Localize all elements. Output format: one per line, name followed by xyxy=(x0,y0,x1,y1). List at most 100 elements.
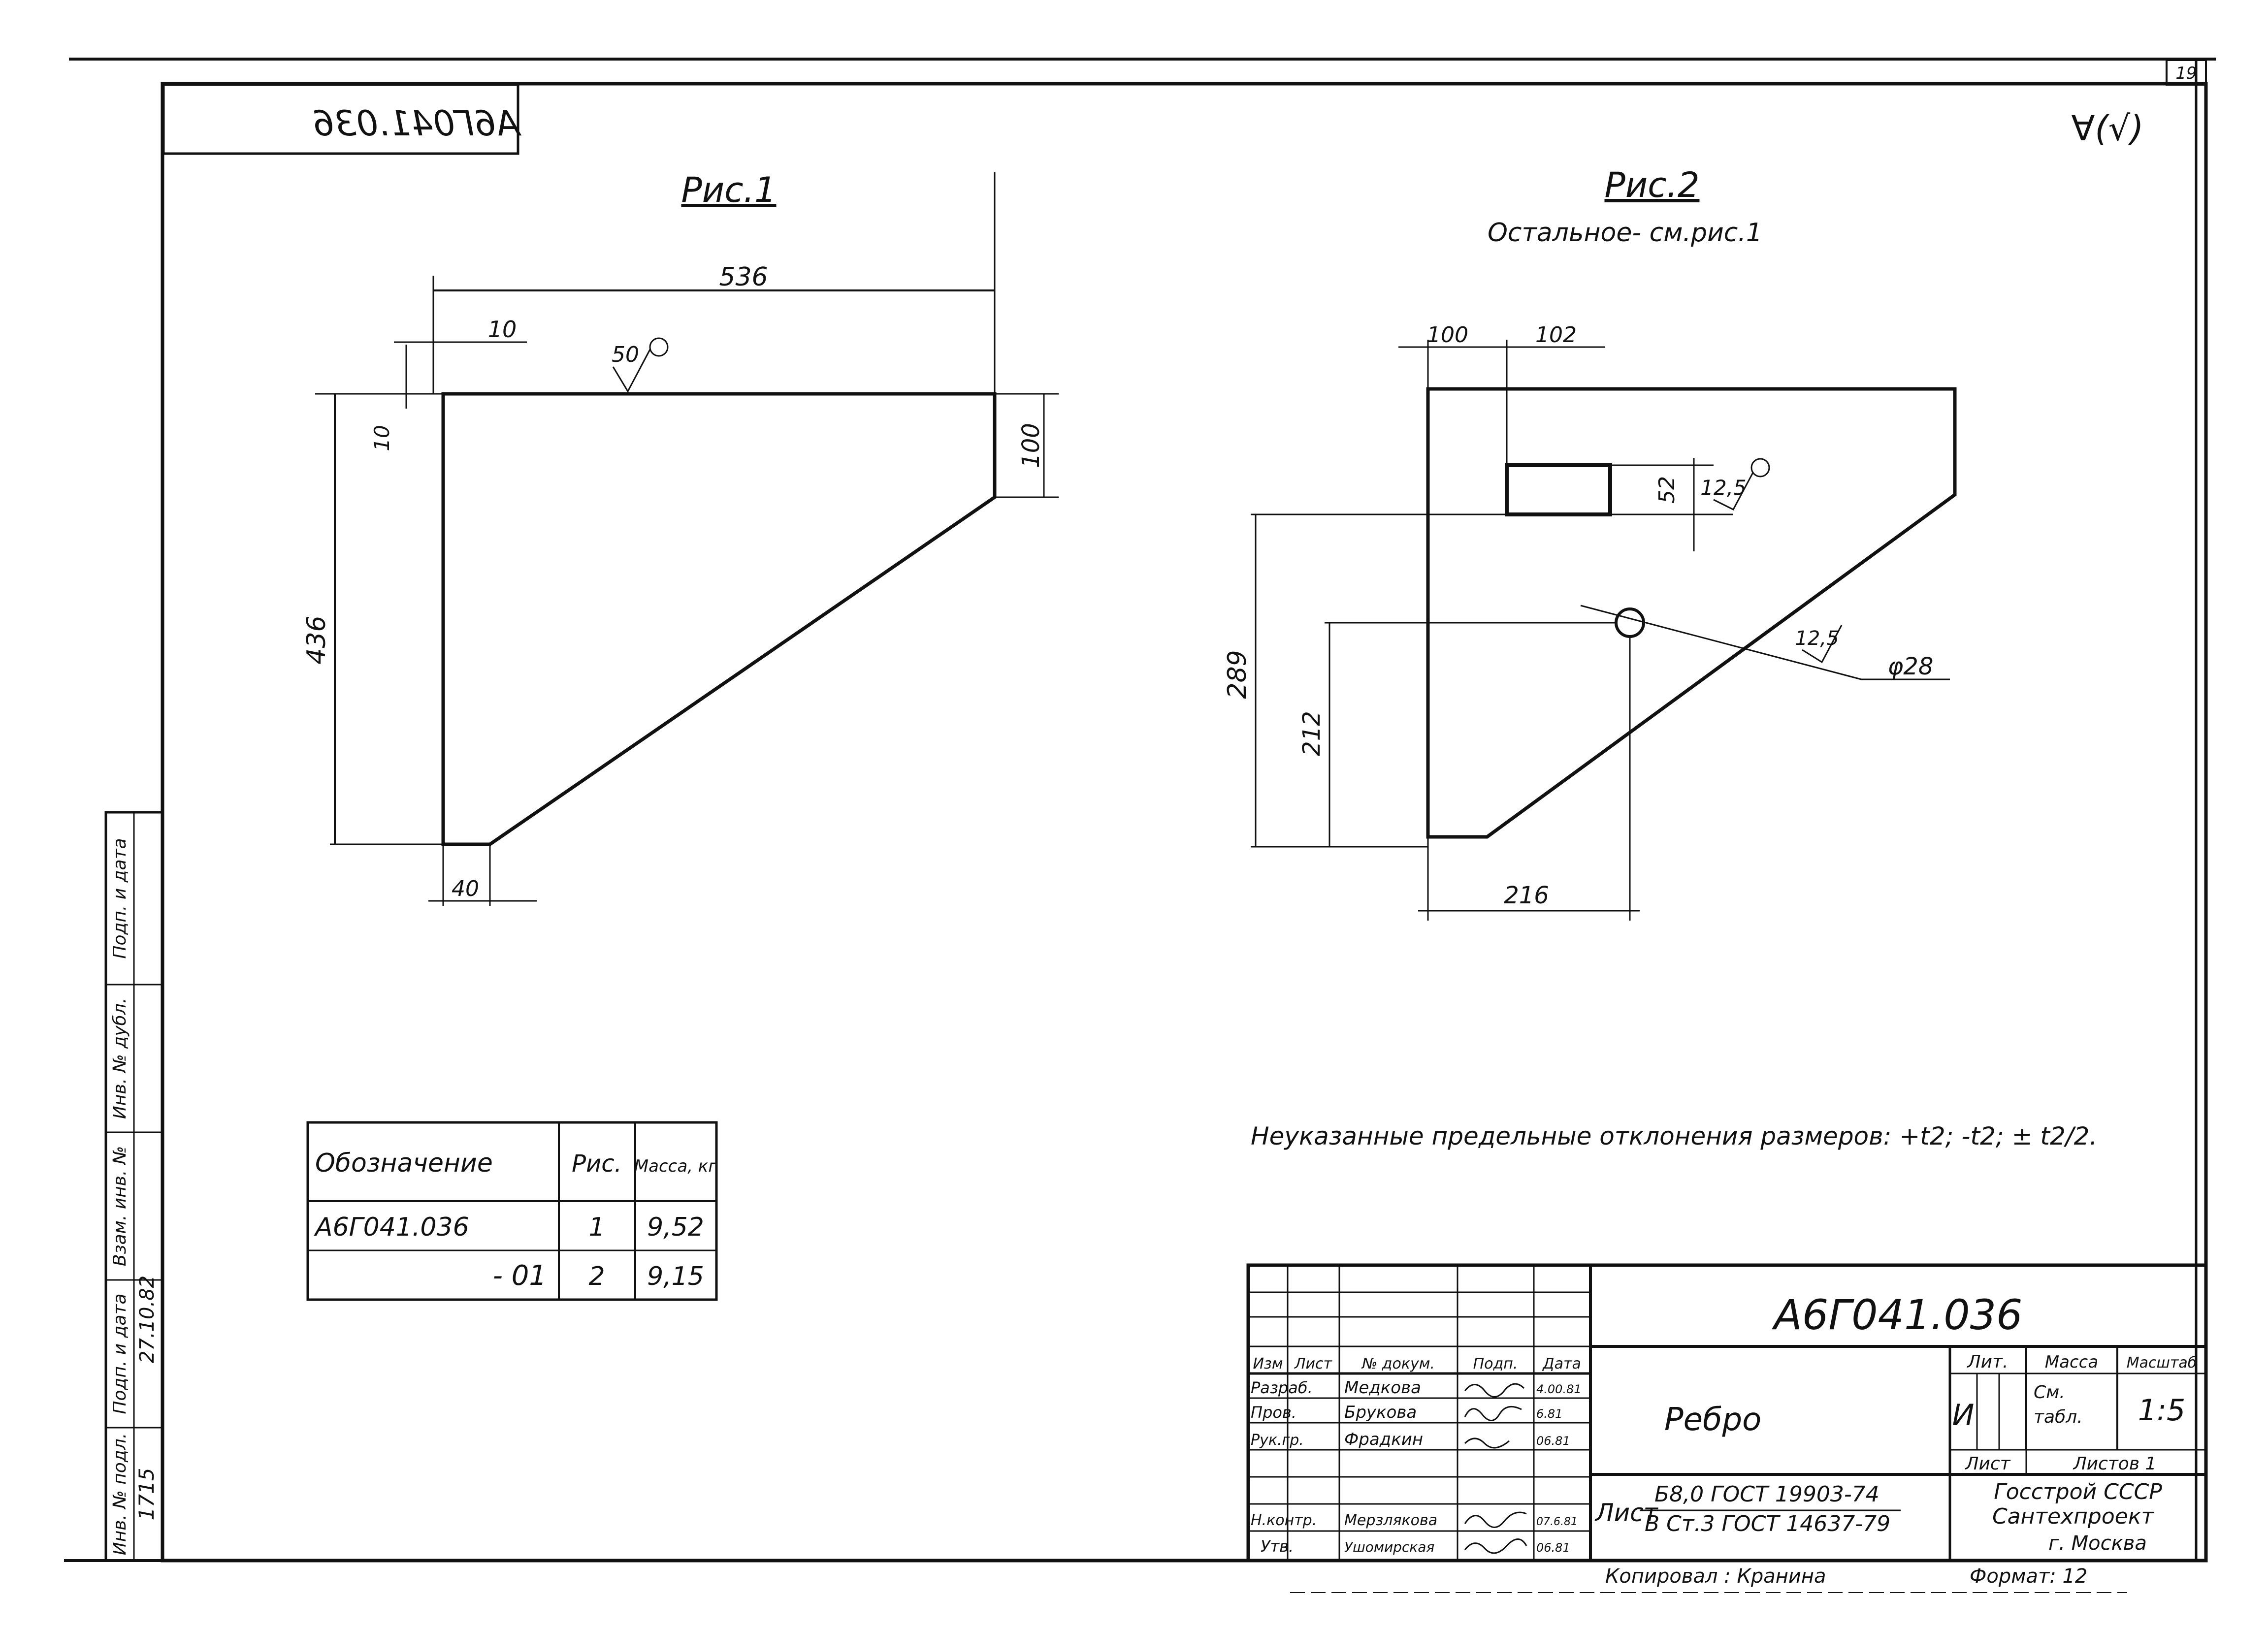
signer-name-5: Ушомирская xyxy=(1344,1539,1434,1555)
fig2-slot xyxy=(1505,463,1612,516)
fig1-part-outline xyxy=(441,392,997,846)
sheet-format: Формат: 12 xyxy=(1970,1565,2087,1588)
signer-signature-2 xyxy=(1464,1405,1522,1421)
tolerance-note: Неуказанные предельные отклонения размер… xyxy=(1251,1122,2097,1150)
fig2-slot-roughness: 12,5 xyxy=(1700,476,1747,500)
side-inv-number: 1715 xyxy=(134,1468,159,1521)
signer-name-2: Брукова xyxy=(1344,1403,1417,1422)
fig1-roughness-symbol xyxy=(612,349,651,393)
fig2-dim-slot-height: 52 xyxy=(1654,476,1680,504)
fig2-hole-leader xyxy=(1580,605,1862,680)
general-roughness-note: ∀(√) xyxy=(2071,108,2143,149)
title-block-frame xyxy=(1246,1263,2208,1563)
fig1-roughness-circle xyxy=(649,337,669,357)
fig1-title: Рис.1 xyxy=(681,170,777,210)
signer-signature-4 xyxy=(1464,1511,1527,1528)
code-stamp-mirrored: А6Г041.036 xyxy=(313,103,522,144)
table-row1-mass: 9,52 xyxy=(647,1213,704,1242)
side-label-replace-inv: Взам. инв. № xyxy=(110,1146,130,1266)
fig2-dim-left: 100 xyxy=(1427,322,1468,348)
fig1-dim-right-edge: 100 xyxy=(1017,423,1045,468)
fig1-dim-bottom: 40 xyxy=(452,876,479,901)
signer-signature-3 xyxy=(1464,1437,1510,1449)
fig2-hole-roughness: 12,5 xyxy=(1795,627,1839,650)
title-sheet-label: Лист xyxy=(1964,1454,2010,1474)
signer-name-3: Фрадкин xyxy=(1344,1430,1423,1449)
signer-date-5: 06.81 xyxy=(1536,1541,1570,1555)
signer-name-4: Мерзлякова xyxy=(1344,1512,1437,1529)
fig1-dim-height: 436 xyxy=(302,615,331,664)
code-stamp-box xyxy=(162,83,519,155)
title-doc-code: А6Г041.036 xyxy=(1771,1291,2022,1339)
fig2-dim-hole-height: 289 xyxy=(1223,650,1252,699)
table-row2-mass: 9,15 xyxy=(647,1262,704,1291)
signer-role-5: Утв. xyxy=(1261,1537,1294,1556)
title-lit-value: И xyxy=(1952,1398,1975,1433)
fig2-slot-roughness-circle xyxy=(1750,458,1770,478)
side-label-dup-inv: Инв. № дубл. xyxy=(110,998,130,1119)
table-row1-figure: 1 xyxy=(588,1213,605,1242)
fig2-dim-hole-y: 212 xyxy=(1298,711,1326,756)
title-lit-label: Лит. xyxy=(1967,1352,2009,1372)
title-hdr-change: Изм xyxy=(1253,1355,1283,1373)
signer-date-2: 6.81 xyxy=(1536,1407,1562,1421)
table-header-figure: Рис. xyxy=(572,1150,622,1178)
title-hdr-sheet: Лист xyxy=(1294,1355,1333,1373)
title-hdr-docnum: № докум. xyxy=(1361,1355,1435,1373)
table-row2-designation: - 01 xyxy=(493,1260,547,1292)
title-hdr-sign: Подп. xyxy=(1473,1355,1518,1373)
table-header-designation: Обозначение xyxy=(315,1149,493,1178)
title-mass-value-1: См. xyxy=(2034,1382,2065,1403)
side-sign-date: 27.10.82 xyxy=(136,1276,159,1363)
copied-by: Копировал : Кранина xyxy=(1605,1565,1826,1588)
signer-role-1: Разраб. xyxy=(1251,1378,1313,1397)
fig1-dim-offset-left: 10 xyxy=(370,425,394,451)
side-label-sign-date-2: Подп. и дата xyxy=(110,838,130,958)
title-org-line1: Госстрой СССР xyxy=(1994,1479,2162,1504)
side-label-sign-date: Подп. и дата xyxy=(110,1293,130,1414)
title-mass-label: Масса xyxy=(2045,1352,2098,1372)
fig2-dim-bottom: 216 xyxy=(1504,882,1549,909)
fig1-dim-width: 536 xyxy=(719,262,768,292)
title-sheets-label: Листов 1 xyxy=(2073,1454,2157,1474)
fig1-roughness-value: 50 xyxy=(612,342,639,367)
mass-table xyxy=(306,1121,718,1301)
fig2-hole xyxy=(1615,607,1645,638)
fig2-dim-slot-width: 102 xyxy=(1535,322,1577,348)
signer-date-3: 06.81 xyxy=(1536,1434,1570,1448)
title-material-line1: Б8,0 ГОСТ 19903-74 xyxy=(1654,1482,1879,1507)
signer-name-1: Медкова xyxy=(1344,1378,1421,1398)
signer-date-4: 07.6.81 xyxy=(1536,1516,1578,1528)
signer-role-4: Н.контр. xyxy=(1251,1512,1317,1529)
table-row2-figure: 2 xyxy=(588,1262,605,1291)
sheet-number: 19 xyxy=(2175,64,2197,83)
title-scale-value: 1:5 xyxy=(2138,1393,2186,1428)
signer-signature-5 xyxy=(1464,1538,1527,1554)
signer-date-1: 4.00.81 xyxy=(1536,1382,1582,1396)
table-row1-designation: А6Г041.036 xyxy=(314,1213,469,1242)
title-mass-value-2: табл. xyxy=(2034,1407,2083,1427)
title-scale-label: Масштаб xyxy=(2127,1354,2197,1372)
drawing-frame xyxy=(161,82,2208,1563)
title-material-prefix: Лист xyxy=(1594,1499,1659,1527)
fig2-hole-roughness-symbol xyxy=(1802,625,1843,664)
signer-role-3: Рук.гр. xyxy=(1251,1432,1304,1449)
signer-role-2: Пров. xyxy=(1251,1403,1296,1422)
side-strip xyxy=(104,811,164,1562)
title-part-name: Ребро xyxy=(1664,1402,1761,1438)
fig2-title: Рис.2 xyxy=(1605,165,1700,205)
title-material-line2: В Ст.3 ГОСТ 14637-79 xyxy=(1645,1511,1890,1536)
table-header-mass: Масса, кг xyxy=(634,1156,718,1176)
title-org-line3: г. Москва xyxy=(2048,1532,2147,1555)
title-org-line2: Сантехпроект xyxy=(1992,1504,2154,1529)
title-hdr-date: Дата xyxy=(1542,1355,1581,1373)
fig1-dim-offset-top: 10 xyxy=(488,316,517,343)
signer-signature-1 xyxy=(1464,1383,1525,1398)
fig2-hole-diameter: φ28 xyxy=(1888,653,1934,680)
side-label-inv-orig: Инв. № подл. xyxy=(110,1433,130,1555)
sheet-number-box xyxy=(2166,59,2207,86)
fig2-subtitle: Остальное- см.рис.1 xyxy=(1488,218,1762,248)
fig2-part-outline xyxy=(1426,387,1957,839)
fig2-slot-roughness-symbol xyxy=(1713,472,1754,511)
